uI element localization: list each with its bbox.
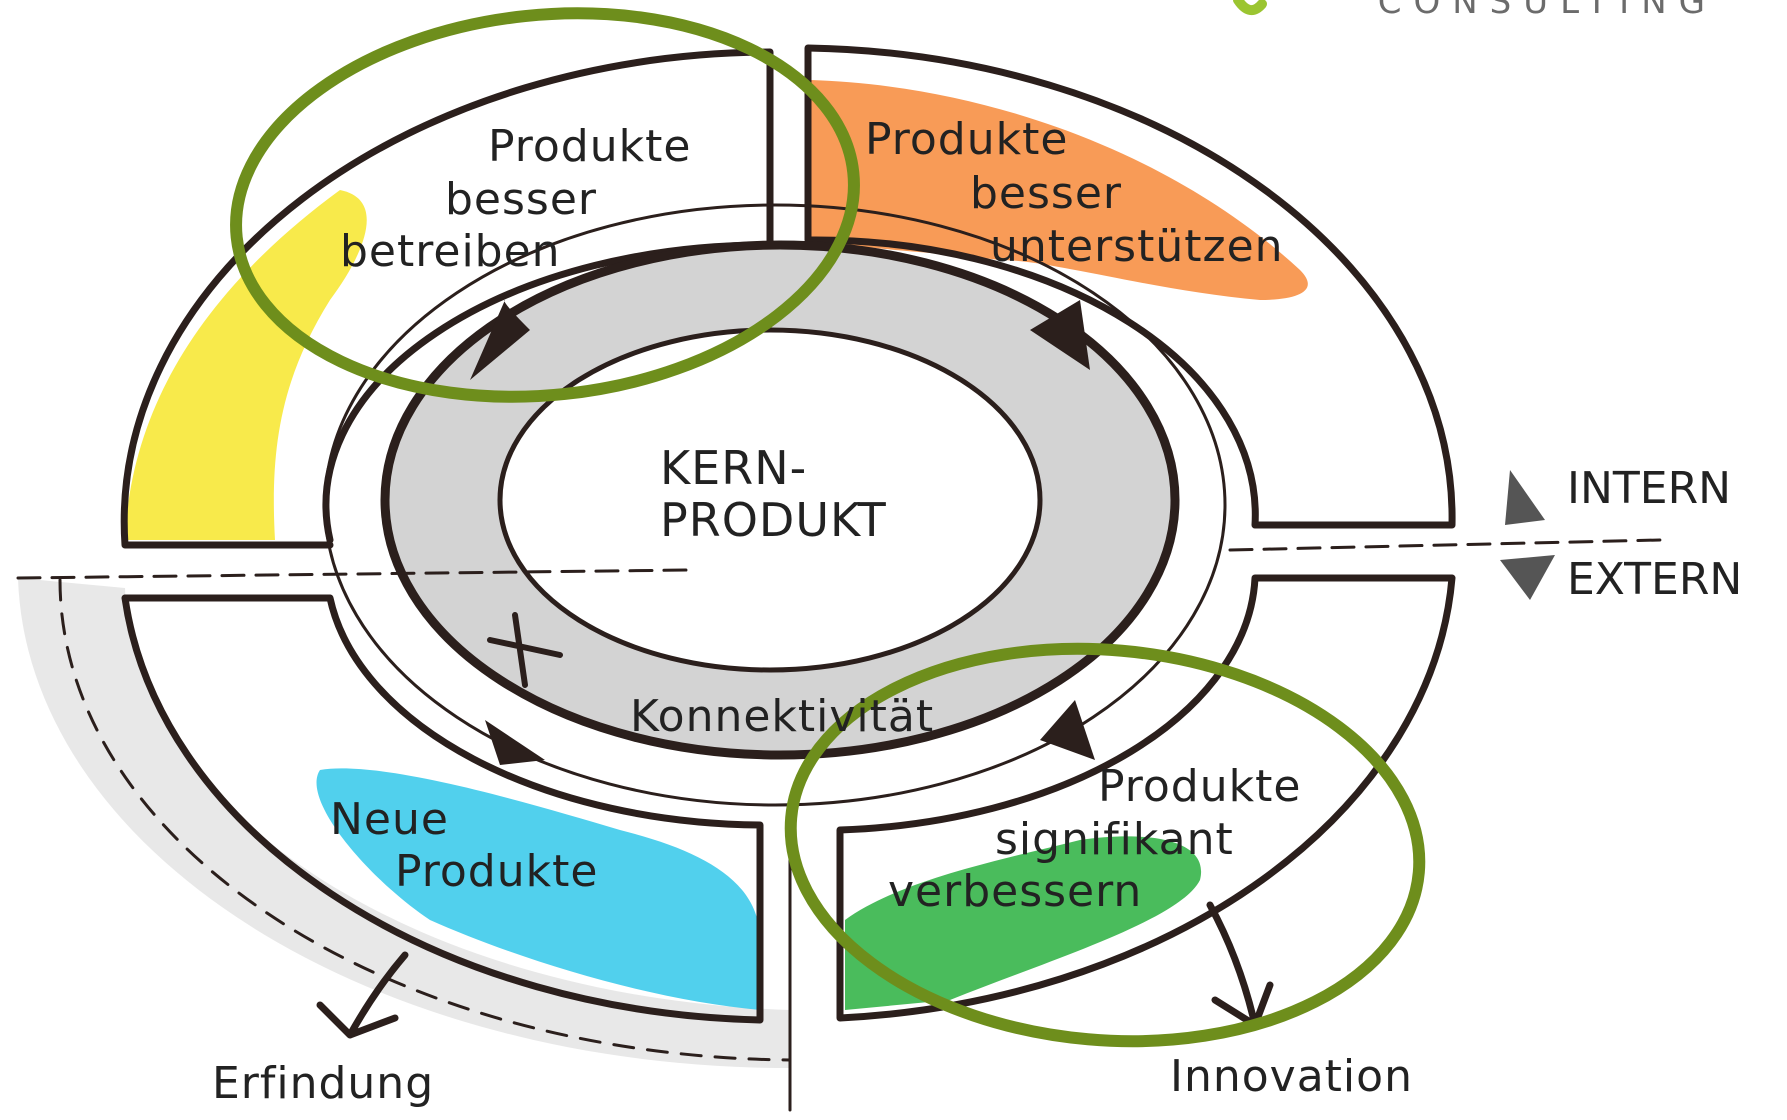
segment-top-left-outline (120, 48, 774, 549)
intern-extern-divider (16, 538, 1662, 580)
arrow-to-innovation (1206, 901, 1274, 1029)
extern-triangle (1500, 555, 1555, 600)
connectivity-label: Konnektivität (630, 691, 935, 742)
segment-bl-line1: Neue (330, 794, 449, 845)
green-wash (845, 836, 1202, 1010)
connector-top-left (470, 300, 530, 380)
logo-swoosh-icon (1233, 0, 1267, 15)
logo-wordmark: CONSULTING (1377, 0, 1717, 22)
core-line1: KERN- (660, 441, 808, 495)
outcome-erfindung: Erfindung (212, 1058, 435, 1109)
segment-br-line2: signifikant (995, 814, 1234, 865)
connector-bottom-right (1040, 700, 1095, 760)
extern-label: EXTERN (1567, 554, 1743, 605)
orange-wash (805, 80, 1308, 300)
segment-bottom-right-outline (836, 574, 1456, 1022)
plus-symbol (487, 612, 563, 688)
core-outline (497, 327, 1043, 673)
segment-br-line1: Produkte (1098, 761, 1302, 812)
yellow-wash (125, 190, 367, 540)
middle-thin-ring (323, 203, 1227, 807)
segment-tl-line3: betreiben (340, 226, 561, 277)
connectivity-band (385, 245, 1175, 755)
connectivity-ring-outline (380, 240, 1180, 760)
segment-tr-line1: Produkte (865, 114, 1069, 165)
segment-bl-line2: Produkte (395, 846, 599, 897)
outcome-innovation: Innovation (1170, 1051, 1413, 1102)
segment-br-line3: verbessern (888, 866, 1143, 917)
segment-tr-line3: unterstützen (990, 221, 1284, 272)
connector-bottom-left (485, 720, 545, 765)
external-dashed-arc (58, 578, 792, 1062)
segment-top-right-outline (804, 44, 1456, 529)
segment-bottom-left-outline (121, 594, 764, 1024)
intern-triangle (1505, 470, 1545, 525)
arrow-to-erfindung (316, 951, 409, 1039)
intern-label: INTERN (1567, 463, 1732, 514)
highlight-top-left (230, 7, 860, 403)
segment-tl-line2: besser (445, 174, 598, 225)
blue-wash (316, 768, 760, 1010)
highlight-bottom-right (784, 642, 1426, 1048)
connector-top-right (1030, 300, 1090, 370)
segment-tr-line2: besser (970, 168, 1123, 219)
segment-tl-line1: Produkte (488, 121, 692, 172)
core-line2: PRODUKT (660, 493, 887, 547)
